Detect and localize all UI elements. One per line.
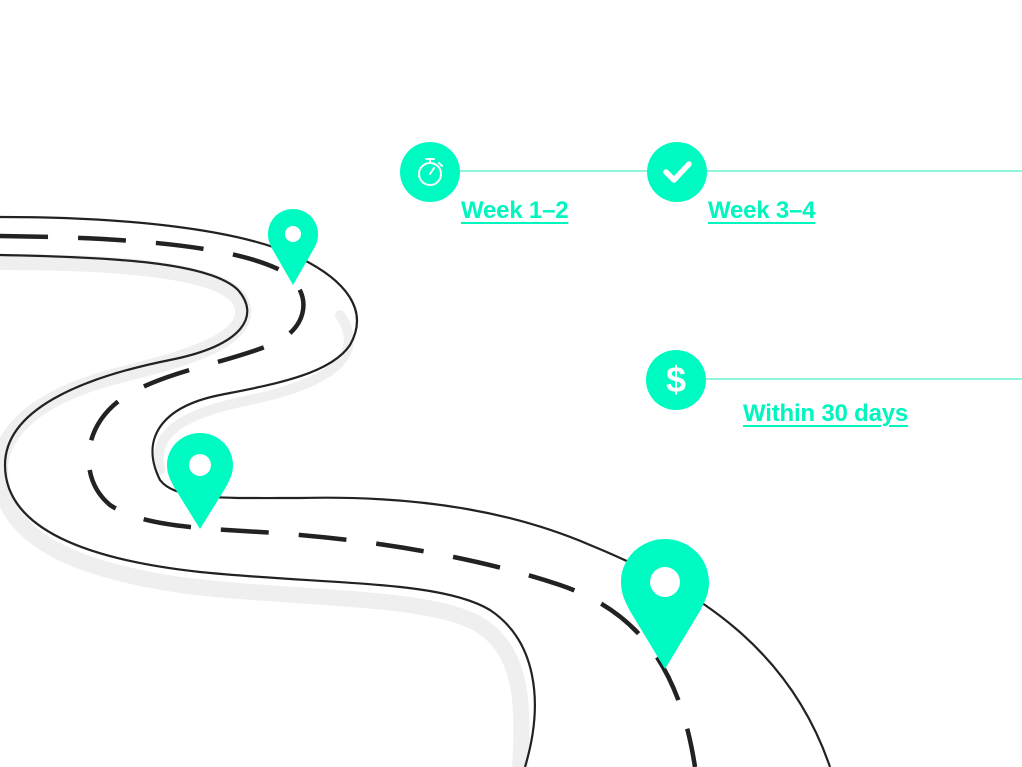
milestone-connector-line — [702, 378, 1022, 380]
road-edge-inner — [0, 253, 536, 767]
milestone-icon-3: $ — [646, 350, 706, 410]
milestone-connector-line — [455, 170, 650, 172]
milestone-icon-2 — [647, 142, 707, 202]
map-pin-icon[interactable] — [266, 207, 320, 287]
milestone-label-week-3-4[interactable]: Week 3–4 — [708, 197, 816, 224]
milestone-label-within-30-days[interactable]: Within 30 days — [743, 400, 909, 427]
checkmark-icon — [663, 161, 692, 183]
road-shadow — [0, 254, 530, 767]
map-pin-icon[interactable] — [165, 431, 235, 531]
road-edge-outer — [0, 215, 832, 767]
road-center-dashes — [0, 233, 698, 767]
milestone-icon-1 — [400, 142, 460, 202]
dollar-icon: $ — [665, 359, 687, 400]
stopwatch-icon — [418, 158, 443, 186]
map-pin-icon[interactable] — [619, 537, 711, 671]
milestone-connector-line — [702, 170, 1022, 172]
milestone-label-week-1-2[interactable]: Week 1–2 — [461, 197, 569, 224]
